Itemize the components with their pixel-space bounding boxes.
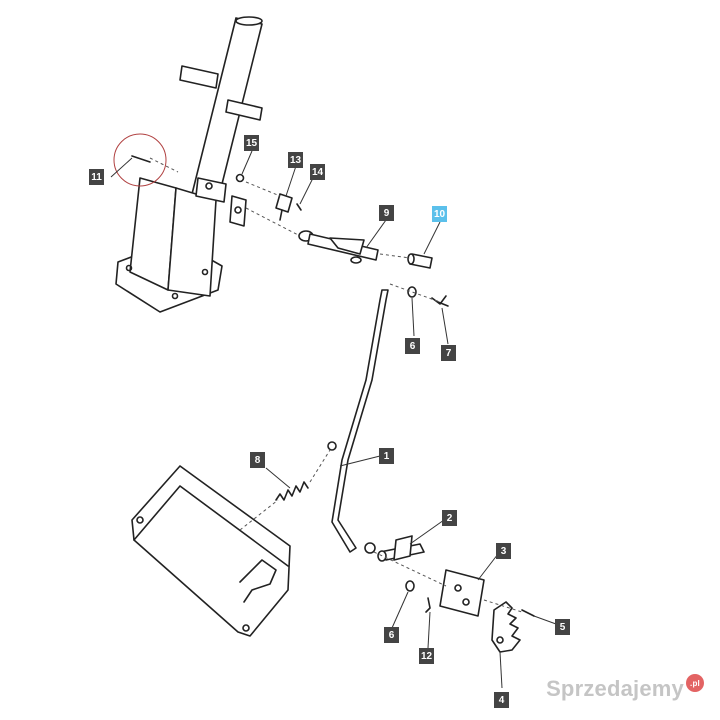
- part-4-ratchet: [491, 601, 521, 653]
- part-15-ball: [235, 173, 245, 183]
- callout-12[interactable]: 12: [419, 648, 434, 664]
- assembly-line: [483, 599, 523, 613]
- assembly-line: [373, 551, 447, 587]
- watermark-text: Sprzedajemy: [546, 676, 684, 701]
- part-6-washer-bottom: [405, 580, 415, 592]
- part-13-bolt: [275, 193, 293, 221]
- footrest-plate: [131, 465, 291, 637]
- watermark-badge: .pl: [686, 674, 704, 692]
- leader-lines: [110, 150, 557, 689]
- part-8-spring: [275, 481, 309, 501]
- watermark-logo: Sprzedajemy .pl: [546, 674, 704, 702]
- assembly-line: [149, 157, 179, 173]
- part-11-pin: [131, 155, 151, 163]
- part-12-clip: [425, 597, 431, 613]
- assembly-line: [245, 181, 281, 197]
- part-10-bushing: [407, 253, 433, 269]
- assembly-line: [309, 449, 331, 483]
- part-6-washer-top: [407, 286, 417, 298]
- callout-14[interactable]: 14: [310, 164, 325, 180]
- callout-5[interactable]: 5: [555, 619, 570, 635]
- callout-8[interactable]: 8: [250, 452, 265, 468]
- detail-circle: [113, 133, 167, 187]
- callout-10[interactable]: 10: [432, 206, 447, 222]
- part-7-clip: [431, 295, 449, 307]
- callout-1[interactable]: 1: [379, 448, 394, 464]
- callout-3[interactable]: 3: [496, 543, 511, 559]
- callout-15[interactable]: 15: [244, 135, 259, 151]
- callout-6-top[interactable]: 6: [405, 338, 420, 354]
- column-frame: [115, 16, 263, 313]
- callout-9[interactable]: 9: [379, 205, 394, 221]
- callout-7[interactable]: 7: [441, 345, 456, 361]
- callout-11[interactable]: 11: [89, 169, 104, 185]
- callout-13[interactable]: 13: [288, 152, 303, 168]
- assembly-line: [389, 283, 441, 303]
- assembly-line: [245, 207, 301, 237]
- part-3-bracket: [439, 569, 485, 617]
- callout-6-bottom[interactable]: 6: [384, 627, 399, 643]
- callout-2[interactable]: 2: [442, 510, 457, 526]
- assembly-line: [239, 499, 279, 531]
- part-5-pin: [521, 609, 535, 617]
- part-14-screw: [296, 203, 302, 211]
- assembly-line: [379, 253, 411, 259]
- callout-4[interactable]: 4: [494, 692, 509, 708]
- part-1-rod: [327, 289, 389, 554]
- part-9-rod: [298, 230, 379, 264]
